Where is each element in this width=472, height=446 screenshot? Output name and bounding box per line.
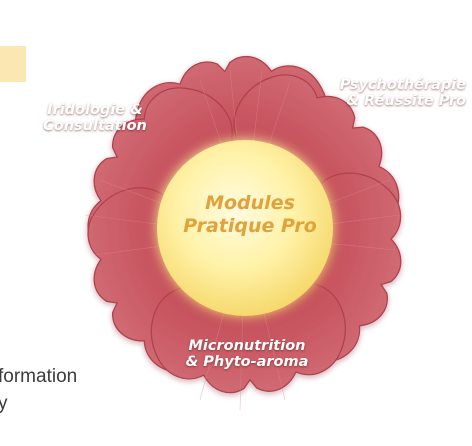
side-text-line: y (0, 393, 8, 414)
petal-label-line: & Phyto-aroma (185, 354, 309, 371)
petal-label-psychotherapie: Psychothérapie & Réussite Pro (296, 77, 466, 109)
petal-label-micronutrition: Micronutrition & Phyto-aroma (162, 338, 332, 370)
petal-label-line: Micronutrition (188, 338, 306, 354)
petal-label-line: Consultation (43, 118, 147, 135)
petal-label-line: & Réussite Pro (346, 93, 466, 110)
side-tag (0, 46, 26, 82)
petal-label-line: Iridologie & (47, 102, 143, 118)
side-text-line: formation (0, 366, 78, 387)
center-label: Modules Pratique Pro (160, 192, 340, 238)
petal-label-line: Psychothérapie (339, 77, 466, 93)
center-label-line: Modules (205, 192, 295, 214)
center-label-line: Pratique Pro (183, 214, 317, 237)
center-circle (157, 140, 333, 316)
petal-label-iridologie: Iridologie & Consultation (20, 102, 170, 134)
